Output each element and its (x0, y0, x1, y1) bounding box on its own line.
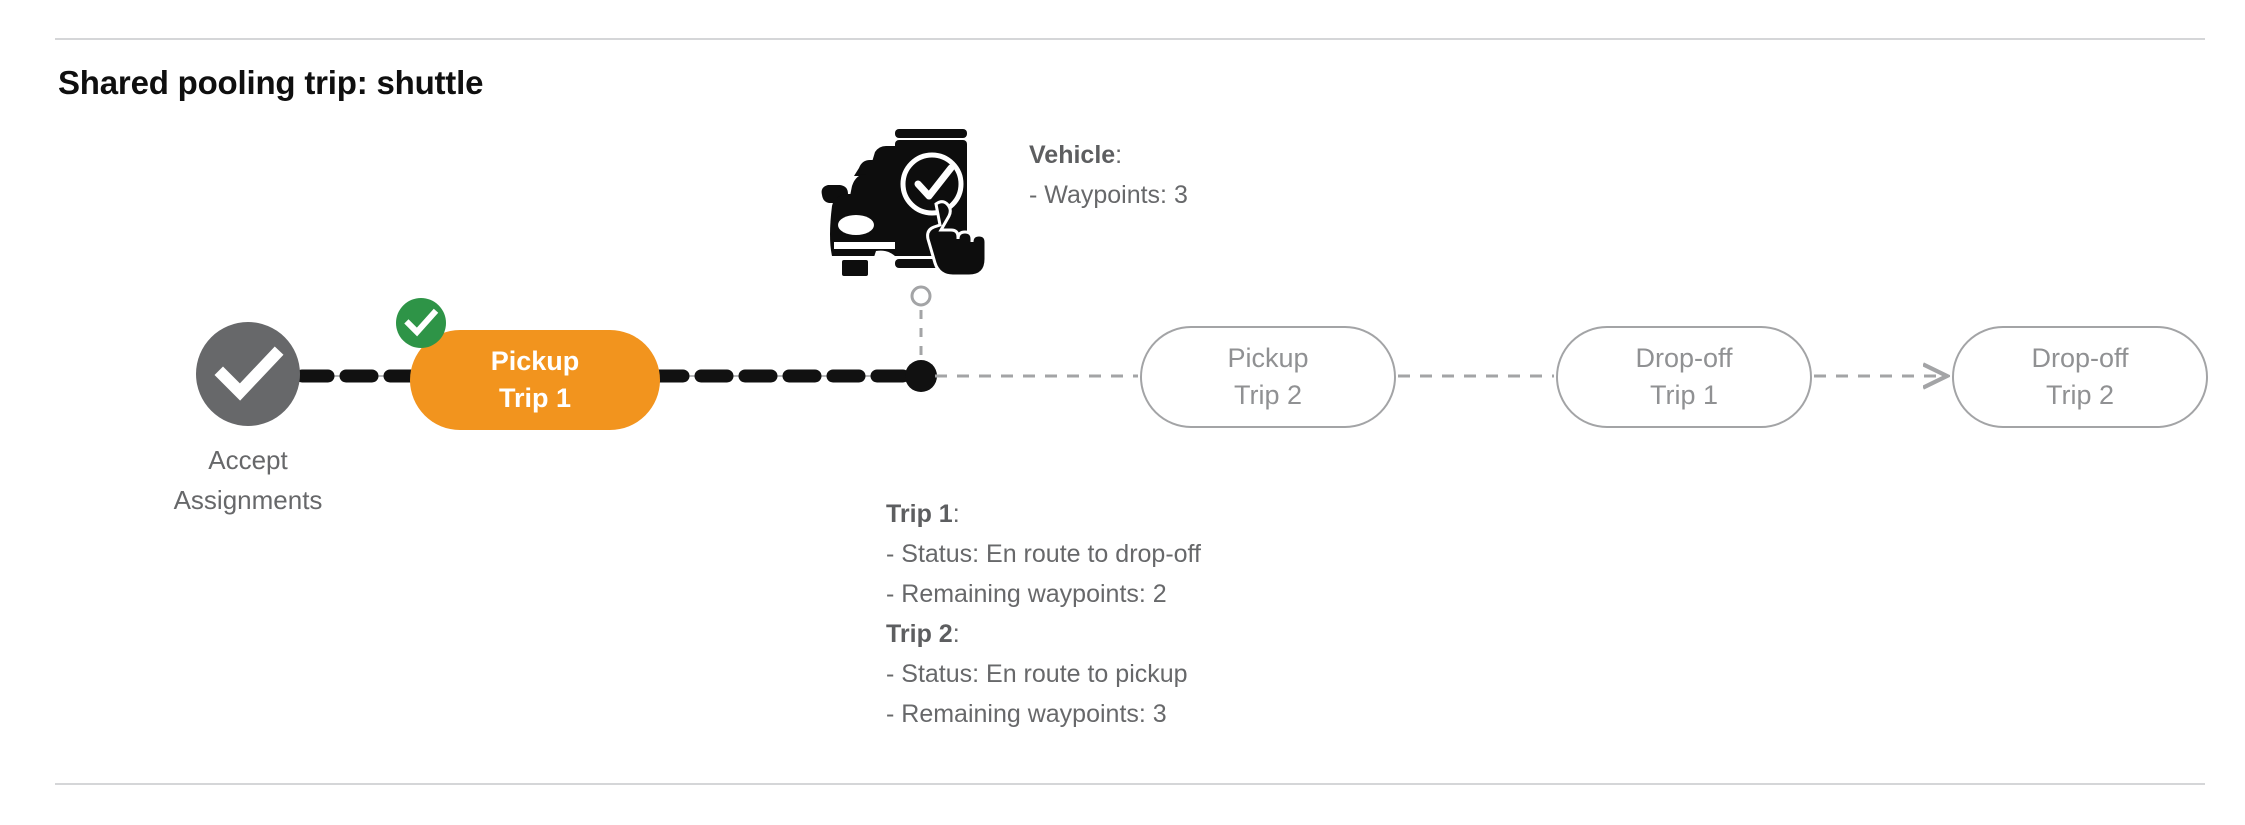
step-dropoff-trip-2[interactable]: Drop-off Trip 2 (1952, 326, 2208, 428)
accept-label-line1: Accept (208, 445, 288, 475)
accept-label-line2: Assignments (173, 485, 323, 515)
accept-assignments-label: Accept Assignments (66, 440, 430, 520)
divider-bottom (55, 783, 2205, 785)
trip-2-heading: Trip 2 (886, 620, 953, 648)
step-label-line1: Drop-off (1635, 343, 1733, 373)
trip-1-status-row: - Status: En route to drop-off (886, 540, 1201, 568)
vehicle-position-dot (905, 360, 937, 392)
trip-2-heading-row: Trip 2: (886, 614, 1201, 654)
check-badge-icon (396, 298, 446, 348)
accept-circle (196, 322, 300, 426)
trip-2-status-row: - Status: En route to pickup (886, 660, 1188, 688)
trips-info-block: Trip 1: - Status: En route to drop-off -… (886, 494, 1201, 734)
node-accept-assignments[interactable] (196, 322, 300, 426)
vehicle-heading-colon: : (1115, 141, 1123, 169)
step-dropoff-trip-1[interactable]: Drop-off Trip 1 (1556, 326, 1812, 428)
trip-1-heading-row: Trip 1: (886, 494, 1201, 534)
car-phone-check-icon (821, 129, 988, 278)
vehicle-heading-row: Vehicle: (1029, 135, 1188, 175)
divider-top (55, 38, 2205, 40)
step-label-line2: Trip 1 (498, 383, 572, 413)
step-pickup-trip-1[interactable]: Pickup Trip 1 (410, 330, 660, 430)
trip-1-waypoints-row: - Remaining waypoints: 2 (886, 580, 1167, 608)
vehicle-waypoints-row: - Waypoints: 3 (1029, 181, 1188, 209)
trip-1-heading-colon: : (952, 500, 960, 528)
step-label-line1: Pickup (1227, 343, 1309, 373)
vehicle-info-block: Vehicle: - Waypoints: 3 (1029, 135, 1188, 215)
trip-1-heading: Trip 1 (886, 500, 953, 528)
vehicle-connector-circle (910, 285, 932, 307)
vehicle-heading: Vehicle (1029, 141, 1116, 169)
step-pickup-trip-2[interactable]: Pickup Trip 2 (1140, 326, 1396, 428)
trip-2-heading-colon: : (952, 620, 960, 648)
page-title: Shared pooling trip: shuttle (58, 64, 484, 101)
step-label-line1: Drop-off (2031, 343, 2129, 373)
step-label-line2: Trip 2 (1233, 380, 1302, 410)
step-label-line2: Trip 1 (1649, 380, 1718, 410)
trip-2-waypoints-row: - Remaining waypoints: 3 (886, 700, 1167, 728)
step-label-line1: Pickup (490, 346, 580, 376)
step-label-line2: Trip 2 (2045, 380, 2114, 410)
check-circle-icon (214, 346, 284, 401)
